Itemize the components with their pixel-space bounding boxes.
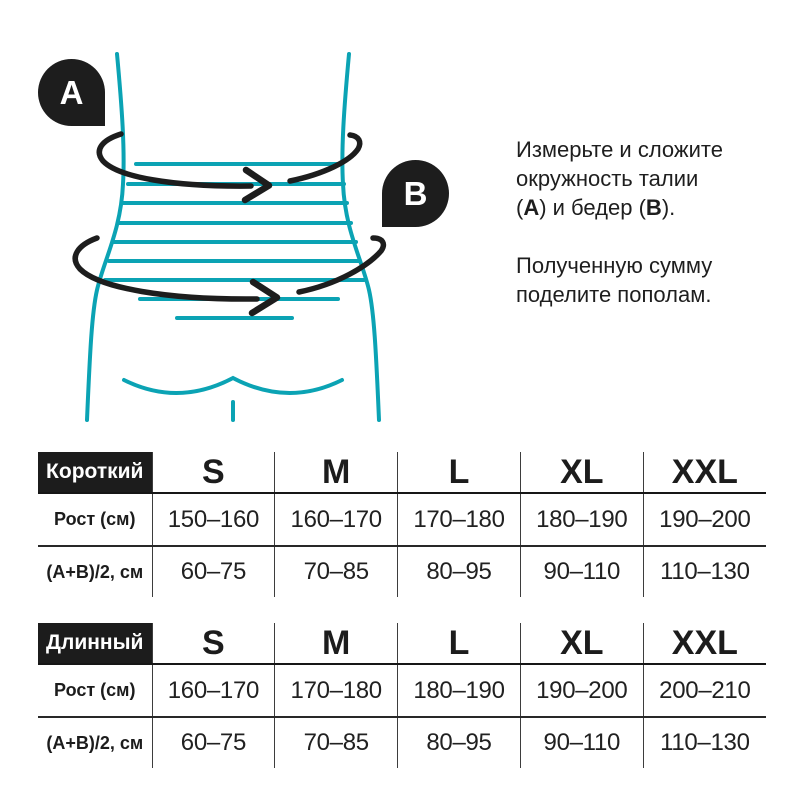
size-column-header: XL [519, 452, 644, 494]
table-row: Короткий S M L XL XXL [38, 452, 766, 494]
marker-b-bubble: B [382, 160, 449, 227]
marker-a-bubble: A [38, 59, 105, 126]
waist-arrowhead-icon [241, 166, 273, 204]
table-row: Рост (см) 160–170 170–180 180–190 190–20… [38, 664, 766, 718]
table-corner-label: Длинный [38, 623, 152, 665]
table-row: (А+В)/2, см 60–75 70–85 80–95 90–110 110… [38, 546, 766, 597]
body-measurement-illustration [72, 52, 387, 422]
value-cell: 70–85 [274, 717, 398, 768]
size-column-header: S [151, 623, 275, 665]
size-table-long: Длинный S M L XL XXL Рост (см) 160–170 1… [38, 623, 766, 768]
value-cell: 170–180 [274, 664, 398, 718]
size-column-header: M [274, 623, 398, 665]
instruction-paragraph-1: Измерьте и сложите окружность талии (А) … [516, 137, 723, 220]
value-cell: 60–75 [151, 717, 275, 768]
row-label: Рост (см) [38, 493, 152, 547]
value-cell: 200–210 [642, 664, 766, 718]
row-label: Рост (см) [38, 664, 152, 718]
size-column-header: XXL [642, 623, 766, 665]
value-cell: 170–180 [397, 493, 521, 547]
hip-letter: В [645, 195, 662, 220]
value-cell: 80–95 [397, 717, 521, 768]
waist-arrow [96, 131, 363, 204]
value-cell: 80–95 [397, 546, 521, 597]
size-column-header: XXL [642, 452, 766, 494]
size-column-header: L [397, 452, 521, 494]
size-column-header: M [274, 452, 398, 494]
value-cell: 110–130 [642, 717, 766, 768]
table-row: Рост (см) 150–160 160–170 170–180 180–19… [38, 493, 766, 547]
table-corner-label: Короткий [38, 452, 152, 494]
hip-arrow [72, 235, 387, 317]
size-column-header: XL [519, 623, 644, 665]
table-row: (А+В)/2, см 60–75 70–85 80–95 90–110 110… [38, 717, 766, 768]
value-cell: 90–110 [519, 546, 644, 597]
size-column-header: L [397, 623, 521, 665]
value-cell: 190–200 [642, 493, 766, 547]
value-cell: 90–110 [519, 717, 644, 768]
buttocks-curve [122, 375, 344, 395]
value-cell: 110–130 [642, 546, 766, 597]
row-label: (А+В)/2, см [46, 561, 144, 582]
waist-letter: А [523, 195, 540, 220]
size-column-header: S [151, 452, 275, 494]
value-cell: 160–170 [151, 664, 275, 718]
table-row: Длинный S M L XL XXL [38, 623, 766, 665]
value-cell: 150–160 [151, 493, 275, 547]
value-cell: 180–190 [397, 664, 521, 718]
hip-arrowhead-icon [248, 278, 281, 317]
row-label: (А+В)/2, см [46, 732, 144, 753]
value-cell: 160–170 [274, 493, 398, 547]
measurement-instructions: Измерьте и сложите окружность талии (А) … [516, 135, 766, 338]
value-cell: 190–200 [519, 664, 644, 718]
instruction-paragraph-2: Полученную сумму поделите пополам. [516, 253, 713, 307]
value-cell: 180–190 [519, 493, 644, 547]
value-cell: 70–85 [274, 546, 398, 597]
value-cell: 60–75 [151, 546, 275, 597]
size-table-short: Короткий S M L XL XXL Рост (см) 150–160 … [38, 452, 766, 597]
